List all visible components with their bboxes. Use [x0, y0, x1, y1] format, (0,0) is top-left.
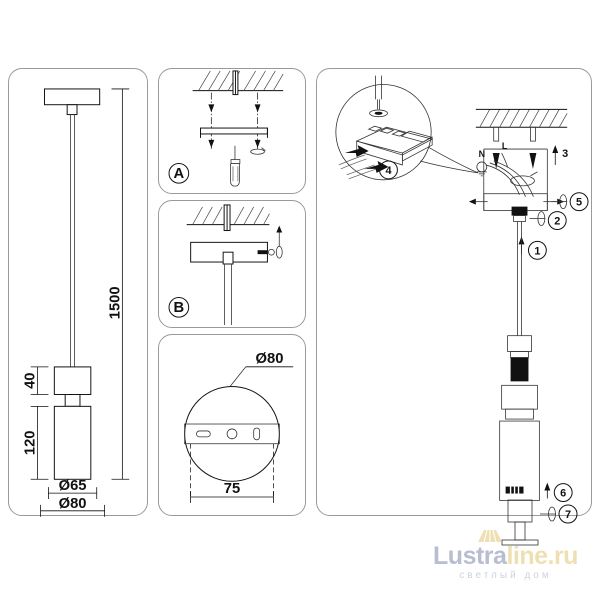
terminal-n: N: [476, 149, 488, 177]
ceiling-hatch: [186, 204, 270, 232]
watermark-brand-part1: Lustra: [433, 542, 507, 570]
dim-head-label: 40: [23, 372, 39, 388]
panel-assembly: 4: [316, 68, 592, 516]
watermark-brand: Lustraline.ru: [418, 541, 593, 571]
panel-step-b: B: [158, 200, 306, 328]
luminaire-tip: 7: [316, 499, 592, 560]
plan-width-label: 75: [224, 481, 240, 497]
screwdriver-icon: [230, 145, 241, 187]
watermark-tagline: светлый дом: [459, 570, 552, 581]
luminaire-body: [499, 335, 540, 501]
panel-step-a: A: [158, 68, 306, 194]
ceiling-hatch: [192, 70, 284, 96]
set-screw-icon: [257, 225, 283, 259]
dim-body-dia-label: Ø65: [59, 478, 87, 494]
lampshade-icon: [478, 529, 502, 543]
callout-7-label: 7: [565, 509, 571, 521]
callout-3-label: 3: [562, 148, 568, 160]
callout-4-label: 4: [385, 165, 391, 177]
step-b-label: B: [174, 300, 185, 316]
callout-1-label: 1: [534, 245, 540, 257]
dim-body-label: 120: [23, 430, 39, 455]
panel-plan-view: Ø80 75: [158, 334, 306, 516]
wire-neutral-label: N: [479, 149, 485, 159]
wire-live-label: L: [502, 141, 508, 151]
callout-6-label: 6: [560, 488, 566, 500]
watermark-brand-part2: line.ru: [506, 542, 578, 570]
detail-bubble-terminal-block: 4: [335, 75, 478, 181]
ceiling-hatch: [475, 108, 568, 142]
dim-canopy-dia-label: Ø80: [59, 496, 87, 512]
watermark: Lustraline.ru светлый дом: [418, 528, 593, 584]
callout-2-label: 2: [554, 215, 560, 227]
step-a-label: A: [174, 166, 185, 182]
panel-elevation: 1500 40 120 Ø65 Ø80: [8, 68, 148, 517]
dim-drop-label: 1500: [107, 286, 123, 319]
plan-dia-label: Ø80: [256, 351, 284, 367]
callout-5-label: 5: [576, 197, 582, 209]
